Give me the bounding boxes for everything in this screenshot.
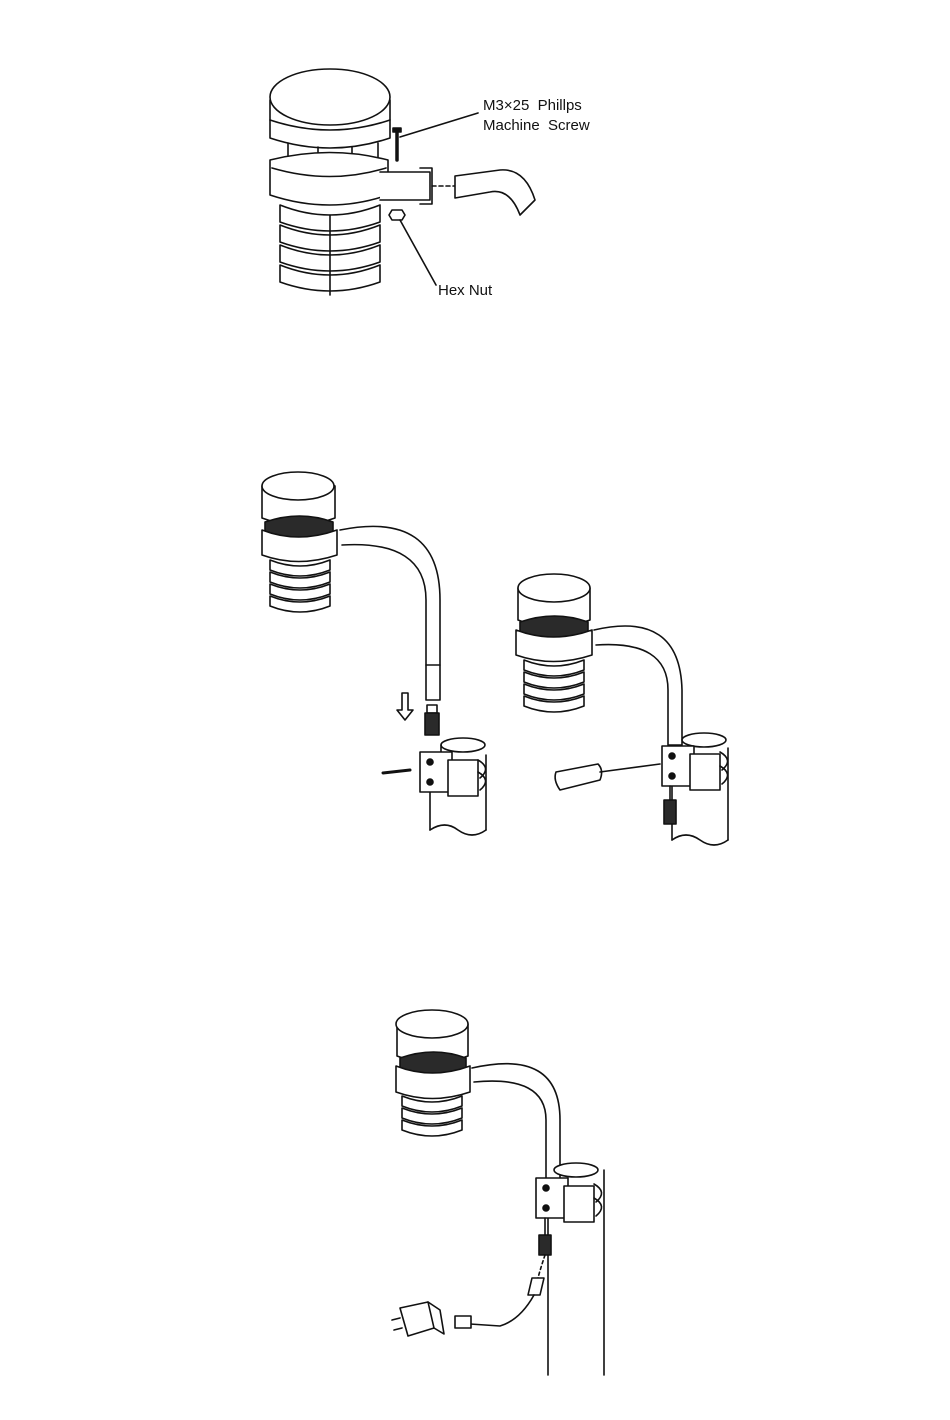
screw-label-line-2: Machine Screw [483,116,590,135]
hex-nut-label: Hex Nut [438,281,492,300]
screw-label-line-1: M3×25 Phillps [483,96,582,115]
figure-2-left-insert-tube [262,472,486,835]
figure-3-power-connection [392,1010,604,1375]
figure-2-right-tighten-screw [516,574,728,845]
